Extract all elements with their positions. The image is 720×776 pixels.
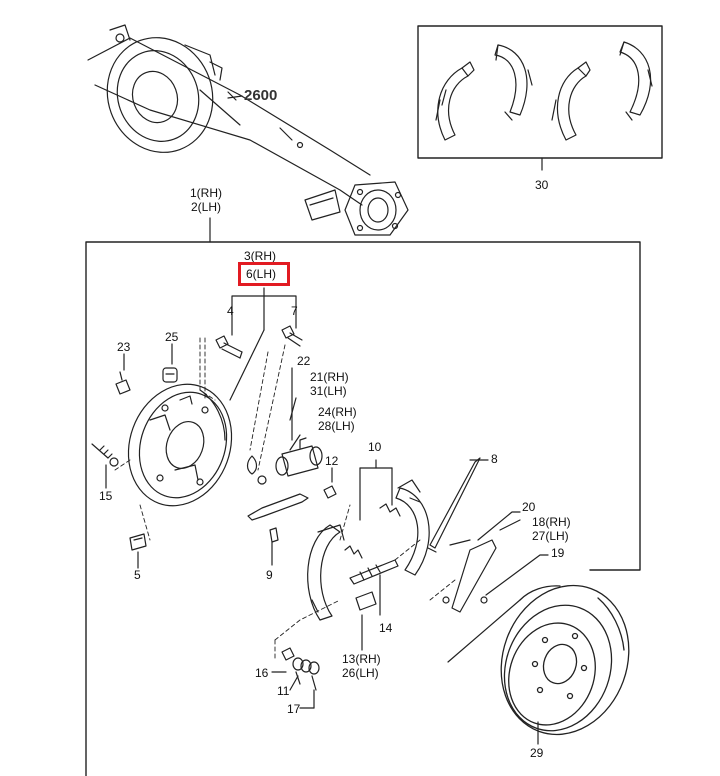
part-25-plug [162,367,178,383]
part-14-adjuster [349,559,399,585]
label-part-3: 3(RH) [244,249,276,263]
brake-drum-drawing [500,584,630,736]
label-part-25: 25 [165,330,179,344]
part-10-springs [344,503,401,559]
label-part-20: 20 [522,500,536,514]
label-part-23: 23 [117,340,131,354]
label-part-18: 18(RH) [532,515,571,529]
label-part-13-26: 13(RH) 26(LH) [342,652,381,680]
part-12-nut [323,485,337,499]
part-4-bolt [215,335,243,359]
part-13-plunger [355,591,377,611]
label-part-5: 5 [134,568,141,582]
part-5-clip [129,533,147,551]
label-part-29: 29 [530,746,544,760]
label-part-17: 17 [287,702,301,716]
label-part-6: 6(LH) [246,267,277,281]
part-8-lever [427,457,481,553]
label-part-8: 8 [491,452,498,466]
label-part-28: 28(LH) [318,419,355,433]
label-part-9: 9 [266,568,273,582]
shoe-kit-drawing [435,41,653,141]
label-part-14: 14 [379,621,393,635]
label-part-13: 13(RH) [342,652,381,666]
label-part-2: 2(LH) [190,200,221,214]
assembly-frame [85,241,641,776]
highlight-box [238,262,290,286]
part-23-bleeder [115,371,131,395]
label-part-24-28: 24(RH) 28(LH) [318,405,357,433]
label-part-4: 4 [227,304,234,318]
part-16-11-17-hardware [281,647,320,691]
label-part-16: 16 [255,666,269,680]
part-15-spring [91,443,119,467]
label-part-27: 27(LH) [532,529,569,543]
axle-housing-drawing [87,24,409,236]
brake-shoe-left [307,524,345,621]
label-part-21: 21(RH) [310,370,349,384]
label-part-19: 19 [551,546,565,560]
part-22-wheel-cylinder [246,437,323,485]
label-part-12: 12 [325,454,339,468]
label-part-22: 22 [297,354,311,368]
label-part-26: 26(LH) [342,666,379,680]
label-part-10: 10 [368,440,382,454]
part-18-parking-lever [442,539,497,613]
label-part-24: 24(RH) [318,405,357,419]
label-part-15: 15 [99,489,113,503]
part-9-lever [247,493,309,543]
label-part-1-2: 1(RH) 2(LH) [190,186,222,214]
label-part-18-27: 18(RH) 27(LH) [532,515,571,543]
leader-2600 [227,95,243,99]
label-part-21-31: 21(RH) 31(LH) [310,370,349,398]
label-part-2600: 2600 [244,87,278,104]
backing-plate-drawing [127,383,233,507]
shoe-kit-box [417,25,663,159]
label-part-1: 1(RH) [190,186,222,200]
label-part-11: 11 [277,684,290,698]
brake-shoe-right [395,479,430,576]
label-part-31: 31(LH) [310,384,347,398]
label-part-30: 30 [535,178,549,192]
part-7-bolt [281,325,303,347]
label-part-7: 7 [291,304,298,318]
